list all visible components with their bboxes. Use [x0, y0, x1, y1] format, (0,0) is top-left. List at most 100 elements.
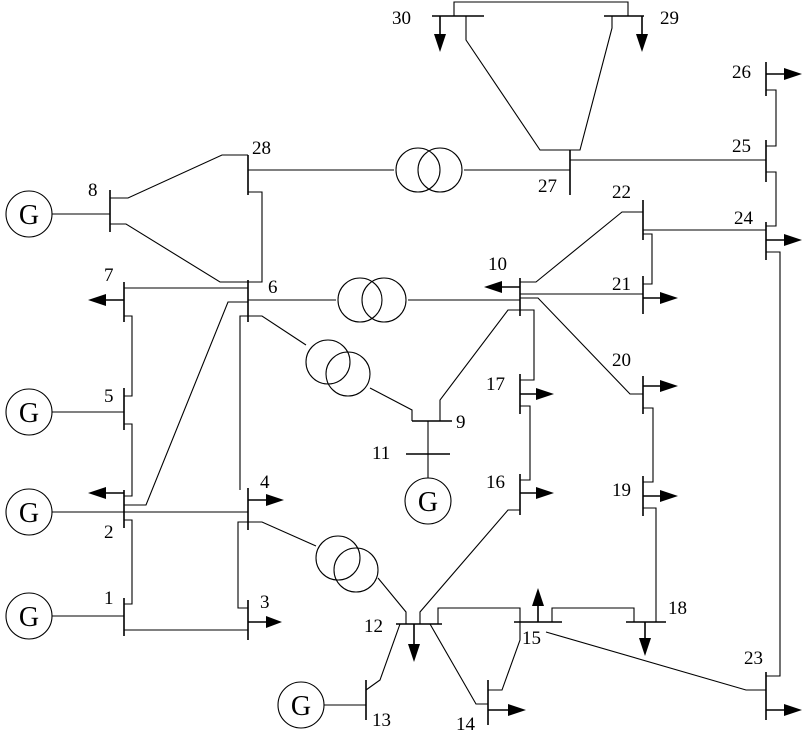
bus-2-label: 2: [104, 522, 114, 543]
line-29-30: [453, 1, 629, 16]
line-5-7: [124, 315, 133, 397]
load-arrow-bus-14: [488, 704, 526, 716]
generator-bus-8: G: [5, 190, 110, 238]
load-arrow-bus-29: [636, 16, 648, 52]
bus-18-label: 18: [668, 598, 687, 619]
bus-5-label: 5: [104, 386, 114, 407]
transformer-6-10: [337, 277, 407, 323]
generator-symbol: G: [291, 691, 311, 722]
load-arrow-bus-23: [766, 704, 802, 716]
bus-14-label: 14: [456, 714, 476, 735]
branch-lines: [110, 1, 781, 705]
generators: G G G G G G: [5, 190, 452, 729]
transformers: [305, 147, 463, 593]
generator-symbol: G: [19, 398, 39, 429]
line-15-18: [551, 607, 635, 622]
transformer-28-27: [395, 147, 463, 193]
load-arrow-bus-2: [88, 487, 124, 499]
load-arrows: [88, 16, 802, 716]
line-19-20: [643, 407, 654, 483]
bus-13-label: 13: [372, 710, 391, 731]
line-3-4: [237, 521, 248, 609]
generator-symbol: G: [418, 487, 438, 518]
generator-bus-1: G: [5, 592, 124, 640]
line-2-6: [124, 301, 248, 506]
bus-3-label: 3: [260, 592, 270, 613]
line-4-6: [239, 315, 248, 490]
line-6-9: [248, 315, 307, 346]
line-27-30: [465, 16, 570, 151]
line-16-17: [520, 405, 531, 481]
bus-16-label: 16: [486, 472, 505, 493]
line-6-28: [248, 191, 263, 283]
load-arrow-bus-21: [643, 292, 678, 304]
line-14-15: [488, 622, 521, 691]
load-arrow-bus-30: [434, 16, 446, 52]
line-10-17: [520, 309, 535, 381]
bus-19-label: 19: [612, 480, 631, 501]
generator-bus-5: G: [5, 388, 124, 436]
bus-22-label: 22: [612, 182, 631, 203]
load-arrow-bus-15: [532, 588, 544, 622]
transformer-4-12: [315, 535, 379, 593]
bus-24-label: 24: [734, 208, 754, 229]
generator-symbol: G: [19, 498, 39, 529]
transformer-6-9: [305, 339, 371, 397]
load-arrow-bus-16: [520, 487, 554, 499]
bus-27-label: 27: [538, 176, 557, 197]
generator-symbol: G: [19, 200, 39, 231]
bus-10-label: 10: [488, 254, 507, 275]
generator-bus-13: G: [277, 681, 366, 729]
bus-8-label: 8: [88, 180, 98, 201]
line-18-19: [643, 507, 657, 622]
generator-symbol: G: [19, 602, 39, 633]
line-9-10: [439, 309, 520, 421]
line-10-20: [520, 297, 643, 395]
bus-20-label: 20: [612, 350, 631, 371]
line-15-23: [545, 631, 766, 691]
bus-11-label: 11: [372, 443, 390, 464]
line-21-22: [643, 233, 653, 285]
line-6-8: [110, 223, 248, 283]
bus-12-label: 12: [364, 616, 383, 637]
bus-28-label: 28: [252, 138, 271, 159]
bus-bars: [109, 15, 767, 725]
bus-26-label: 26: [732, 62, 751, 83]
bus-23-label: 23: [744, 648, 763, 669]
load-arrow-bus-10: [484, 281, 520, 293]
bus-15-label: 15: [522, 628, 541, 649]
line-4-12b: [377, 577, 407, 624]
load-arrow-bus-19: [643, 490, 678, 502]
line-2-5: [124, 423, 133, 497]
bus-labels: 1 2 3 4 5 6 7 8 9 10 11 12 13 14 15 16 1…: [88, 8, 763, 735]
line-6-9b: [369, 387, 413, 421]
load-arrow-bus-12: [408, 624, 420, 662]
line-12-15: [437, 607, 521, 624]
bus-30-label: 30: [392, 8, 411, 29]
load-arrow-bus-7: [88, 294, 124, 306]
line-10-22: [520, 211, 643, 283]
load-arrow-bus-18: [639, 622, 651, 656]
load-arrow-bus-26: [766, 68, 802, 80]
bus-1-label: 1: [104, 588, 114, 609]
line-27-29: [570, 16, 613, 151]
bus-9-label: 9: [456, 412, 466, 433]
load-arrow-bus-17: [520, 388, 554, 400]
bus-7-label: 7: [104, 265, 114, 286]
line-24-25: [766, 171, 777, 227]
line-25-26: [766, 89, 777, 147]
bus-25-label: 25: [732, 136, 751, 157]
line-8-28: [110, 154, 248, 199]
line-1-2: [124, 519, 133, 605]
load-arrow-bus-24: [766, 234, 802, 246]
load-arrow-bus-4: [248, 494, 284, 506]
load-arrow-bus-3: [248, 616, 282, 628]
generator-bus-2: G: [5, 488, 124, 536]
load-arrow-bus-20: [643, 380, 678, 392]
line-23-24: [766, 251, 781, 677]
generator-bus-11: G: [404, 454, 452, 525]
line-4-12: [248, 521, 317, 547]
bus-21-label: 21: [612, 274, 631, 295]
line-12-13: [365, 623, 401, 691]
